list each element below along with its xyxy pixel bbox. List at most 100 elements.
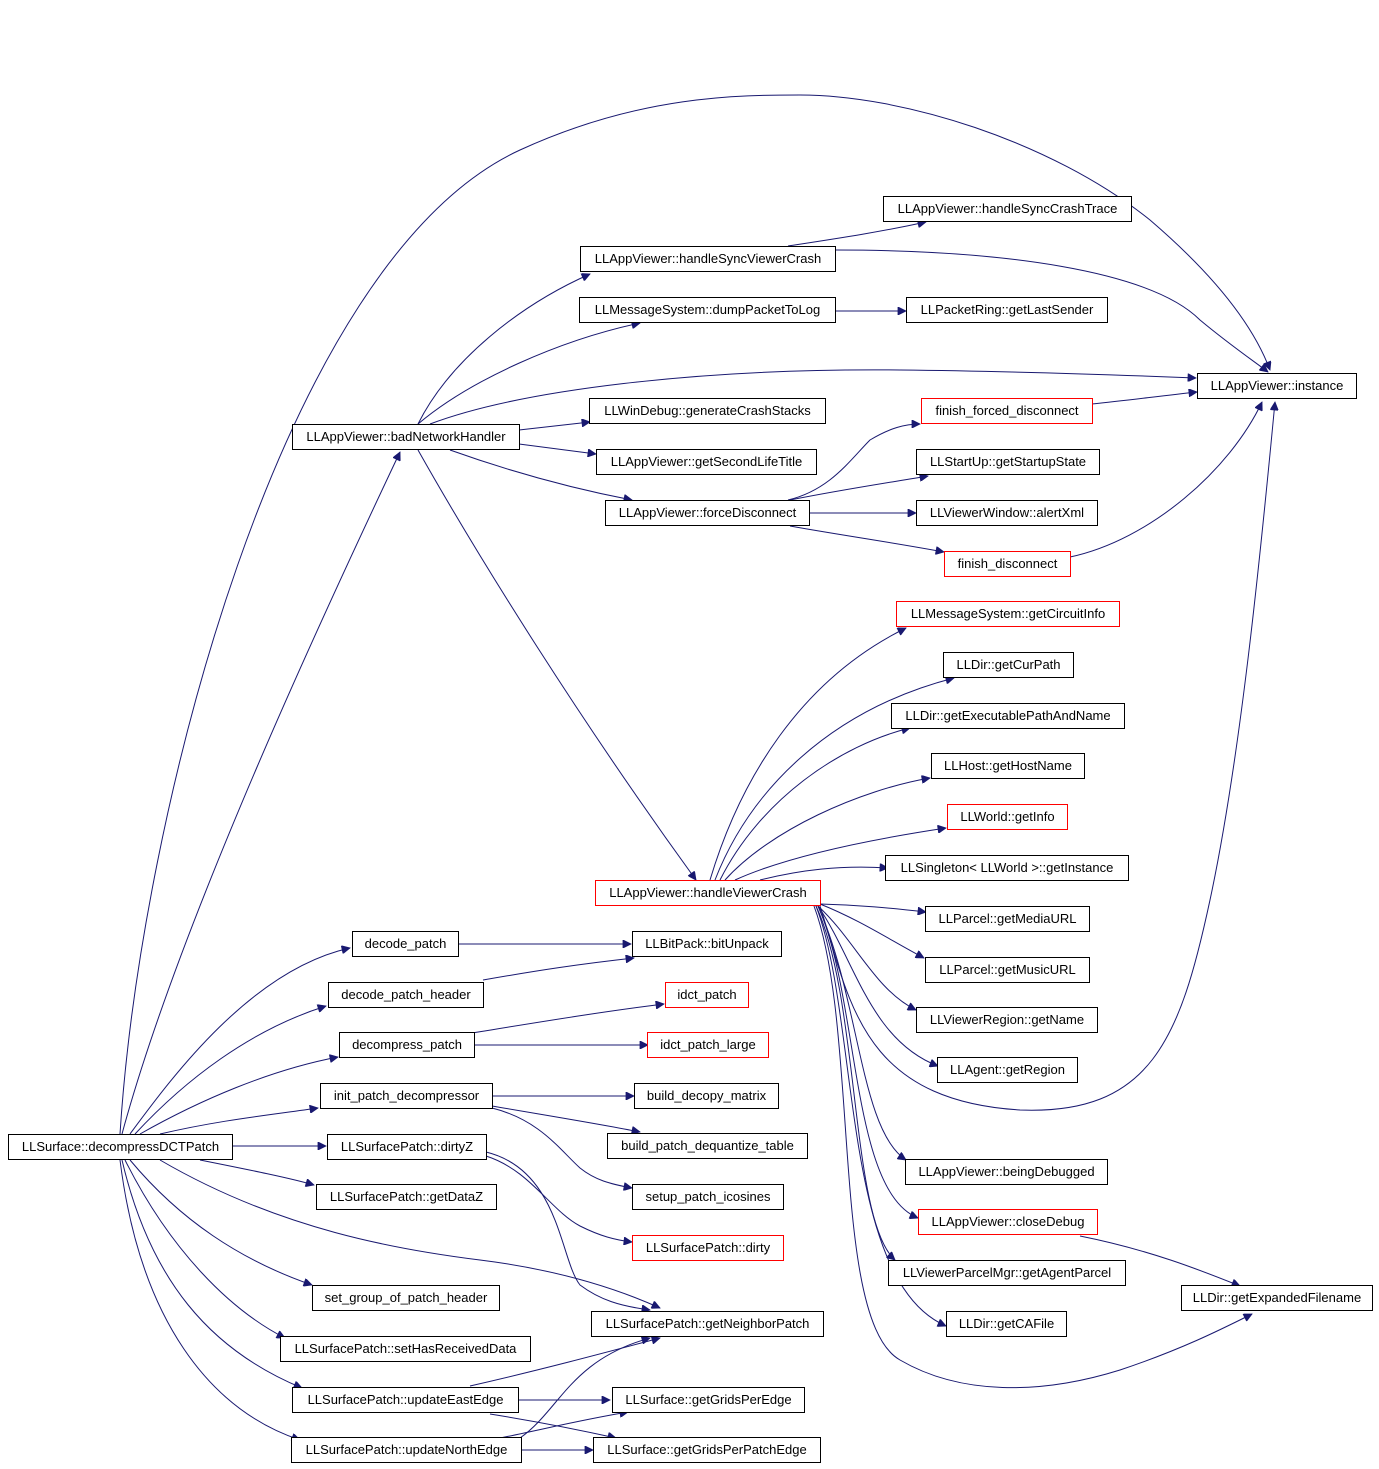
node-box xyxy=(593,1437,821,1463)
node-box xyxy=(916,500,1098,526)
node-box xyxy=(595,880,821,906)
edge-fd-getStartupState xyxy=(789,476,928,501)
node-llpacketring-getlastsender[interactable]: LLPacketRing::getLastSender xyxy=(906,297,1108,323)
node-llworld-getinfo[interactable]: LLWorld::getInfo xyxy=(947,804,1068,830)
node-finish-forced-disconnect[interactable]: finish_forced_disconnect xyxy=(921,398,1093,424)
edge-root-updateEastEdge xyxy=(121,1159,302,1388)
node-label: setup_patch_icosines xyxy=(645,1189,771,1204)
node-llviewerregion-getname[interactable]: LLViewerRegion::getName xyxy=(916,1007,1098,1033)
node-lldir-getcafile[interactable]: LLDir::getCAFile xyxy=(946,1311,1067,1337)
node-llsurface-getgridsperedge[interactable]: LLSurface::getGridsPerEdge xyxy=(612,1387,805,1413)
node-llmessagesystem-getcircuitinfo[interactable]: LLMessageSystem::getCircuitInfo xyxy=(896,601,1120,627)
node-idct-patch-large[interactable]: idct_patch_large xyxy=(647,1032,769,1058)
edge-root-decompress_patch xyxy=(139,1057,338,1135)
node-box xyxy=(931,753,1085,779)
node-llsurfacepatch-updatenorthedge[interactable]: LLSurfacePatch::updateNorthEdge xyxy=(291,1437,522,1463)
edge-hvc-getMusicURL xyxy=(819,903,924,959)
node-llviewerparcelmgr-getagentparcel[interactable]: LLViewerParcelMgr::getAgentParcel xyxy=(888,1260,1126,1286)
node-box xyxy=(916,449,1100,475)
node-llmessagesystem-dumppackettolog[interactable]: LLMessageSystem::dumpPacketToLog xyxy=(579,297,836,323)
node-llappviewer-beingdebugged[interactable]: LLAppViewer::beingDebugged xyxy=(905,1159,1108,1185)
node-lldir-getexecutablepathandname[interactable]: LLDir::getExecutablePathAndName xyxy=(891,703,1125,729)
node-llhost-gethostname[interactable]: LLHost::getHostName xyxy=(931,753,1085,779)
edge-hvc-getInstance xyxy=(759,867,888,881)
node-label: LLAppViewer::closeDebug xyxy=(932,1214,1085,1229)
node-label: LLParcel::getMediaURL xyxy=(938,911,1076,926)
node-label: LLMessageSystem::dumpPacketToLog xyxy=(595,302,820,317)
node-setup-patch-icosines[interactable]: setup_patch_icosines xyxy=(632,1184,784,1210)
node-box xyxy=(8,1134,233,1160)
edge-bnh-instance xyxy=(429,369,1196,425)
node-box xyxy=(589,398,826,424)
node-init-patch-decompressor[interactable]: init_patch_decompressor xyxy=(320,1083,493,1109)
edge-hsvc-handleSyncCrashTrace xyxy=(787,222,926,247)
node-finish-disconnect[interactable]: finish_disconnect xyxy=(944,551,1071,577)
node-llsurface-decompressdctpatch[interactable]: LLSurface::decompressDCTPatch xyxy=(8,1134,233,1160)
node-llsurfacepatch-dirtyz[interactable]: LLSurfacePatch::dirtyZ xyxy=(327,1134,487,1160)
node-llstartup-getstartupstate[interactable]: LLStartUp::getStartupState xyxy=(916,449,1100,475)
node-label: LLWorld::getInfo xyxy=(960,809,1054,824)
edge-bnh-getSecondLifeTitle xyxy=(518,443,596,454)
node-label: idct_patch xyxy=(677,987,736,1002)
node-llagent-getregion[interactable]: LLAgent::getRegion xyxy=(937,1057,1078,1083)
node-label: LLAppViewer::getSecondLifeTitle xyxy=(611,454,803,469)
node-llappviewer-instance[interactable]: LLAppViewer::instance xyxy=(1197,373,1357,399)
node-label: LLAppViewer::forceDisconnect xyxy=(619,505,797,520)
node-label: set_group_of_patch_header xyxy=(325,1290,488,1305)
edge-hvc-getMediaURL xyxy=(819,903,926,912)
node-llappviewer-handlesyncviewercrash[interactable]: LLAppViewer::handleSyncViewerCrash xyxy=(580,246,836,272)
edge-hvc-getCurPath xyxy=(714,678,954,881)
node-idct-patch[interactable]: idct_patch xyxy=(665,982,749,1008)
node-label: LLViewerWindow::alertXml xyxy=(930,505,1084,520)
node-llappviewer-forcedisconnect[interactable]: LLAppViewer::forceDisconnect xyxy=(605,500,810,526)
node-lldir-getcurpath[interactable]: LLDir::getCurPath xyxy=(943,652,1074,678)
node-llsingleton-llworld-getinstance[interactable]: LLSingleton< LLWorld >::getInstance xyxy=(885,855,1129,881)
node-decode-patch[interactable]: decode_patch xyxy=(352,931,459,957)
node-llwindebug-generatecrashstacks[interactable]: LLWinDebug::generateCrashStacks xyxy=(589,398,826,424)
node-box xyxy=(580,246,836,272)
node-box xyxy=(320,1083,493,1109)
node-label: LLAppViewer::instance xyxy=(1211,378,1344,393)
node-llappviewer-handleviewercrash[interactable]: LLAppViewer::handleViewerCrash xyxy=(595,880,821,906)
node-label: LLViewerRegion::getName xyxy=(930,1012,1084,1027)
node-decode-patch-header[interactable]: decode_patch_header xyxy=(328,982,484,1008)
node-build-patch-dequantize-table[interactable]: build_patch_dequantize_table xyxy=(607,1133,808,1159)
node-llappviewer-getsecondlifetitle[interactable]: LLAppViewer::getSecondLifeTitle xyxy=(596,449,817,475)
node-box xyxy=(327,1134,487,1160)
node-box xyxy=(312,1285,500,1311)
node-box xyxy=(632,1235,784,1261)
node-llviewerwindow-alertxml[interactable]: LLViewerWindow::alertXml xyxy=(916,500,1098,526)
edge-hvc-getCircuitInfo xyxy=(709,628,906,881)
edge-ffd-instance xyxy=(1091,392,1197,405)
node-label: LLAppViewer::handleSyncViewerCrash xyxy=(595,251,821,266)
node-llappviewer-handlesynccrashtrace[interactable]: LLAppViewer::handleSyncCrashTrace xyxy=(883,196,1132,222)
edge-root-decode_patch_header xyxy=(134,1006,326,1135)
node-build-decopy-matrix[interactable]: build_decopy_matrix xyxy=(634,1083,779,1109)
node-llsurface-getgridsperpatchedge[interactable]: LLSurface::getGridsPerPatchEdge xyxy=(593,1437,821,1463)
edge-closeDebug-getExpandedFilename xyxy=(1079,1235,1240,1286)
node-llsurfacepatch-sethasreceiveddata[interactable]: LLSurfacePatch::setHasReceivedData xyxy=(280,1336,531,1362)
node-llbitpack-bitunpack[interactable]: LLBitPack::bitUnpack xyxy=(632,931,782,957)
node-llparcel-getmediaurl[interactable]: LLParcel::getMediaURL xyxy=(925,906,1090,932)
edge-bnh-handleSyncViewerCrash xyxy=(417,274,590,425)
node-llsurfacepatch-updateeastedge[interactable]: LLSurfacePatch::updateEastEdge xyxy=(292,1387,519,1413)
node-box xyxy=(925,906,1090,932)
edge-root-updateNorthEdge xyxy=(119,1159,300,1440)
node-label: decode_patch xyxy=(365,936,447,951)
node-label: LLDir::getExecutablePathAndName xyxy=(905,708,1110,723)
node-llsurfacepatch-dirty[interactable]: LLSurfacePatch::dirty xyxy=(632,1235,784,1261)
node-box xyxy=(937,1057,1078,1083)
node-box xyxy=(888,1260,1126,1286)
node-llappviewer-badnetworkhandler[interactable]: LLAppViewer::badNetworkHandler xyxy=(292,424,520,450)
node-llsurfacepatch-getneighborpatch[interactable]: LLSurfacePatch::getNeighborPatch xyxy=(591,1311,824,1337)
node-llparcel-getmusicurl[interactable]: LLParcel::getMusicURL xyxy=(925,957,1090,983)
node-box xyxy=(905,1159,1108,1185)
node-decompress-patch[interactable]: decompress_patch xyxy=(339,1032,475,1058)
node-label: LLHost::getHostName xyxy=(944,758,1072,773)
node-llappviewer-closedebug[interactable]: LLAppViewer::closeDebug xyxy=(918,1209,1098,1235)
node-box xyxy=(328,982,484,1008)
node-lldir-getexpandedfilename[interactable]: LLDir::getExpandedFilename xyxy=(1181,1285,1373,1311)
node-llsurfacepatch-getdataz[interactable]: LLSurfacePatch::getDataZ xyxy=(316,1184,497,1210)
node-set-group-of-patch-header[interactable]: set_group_of_patch_header xyxy=(312,1285,500,1311)
